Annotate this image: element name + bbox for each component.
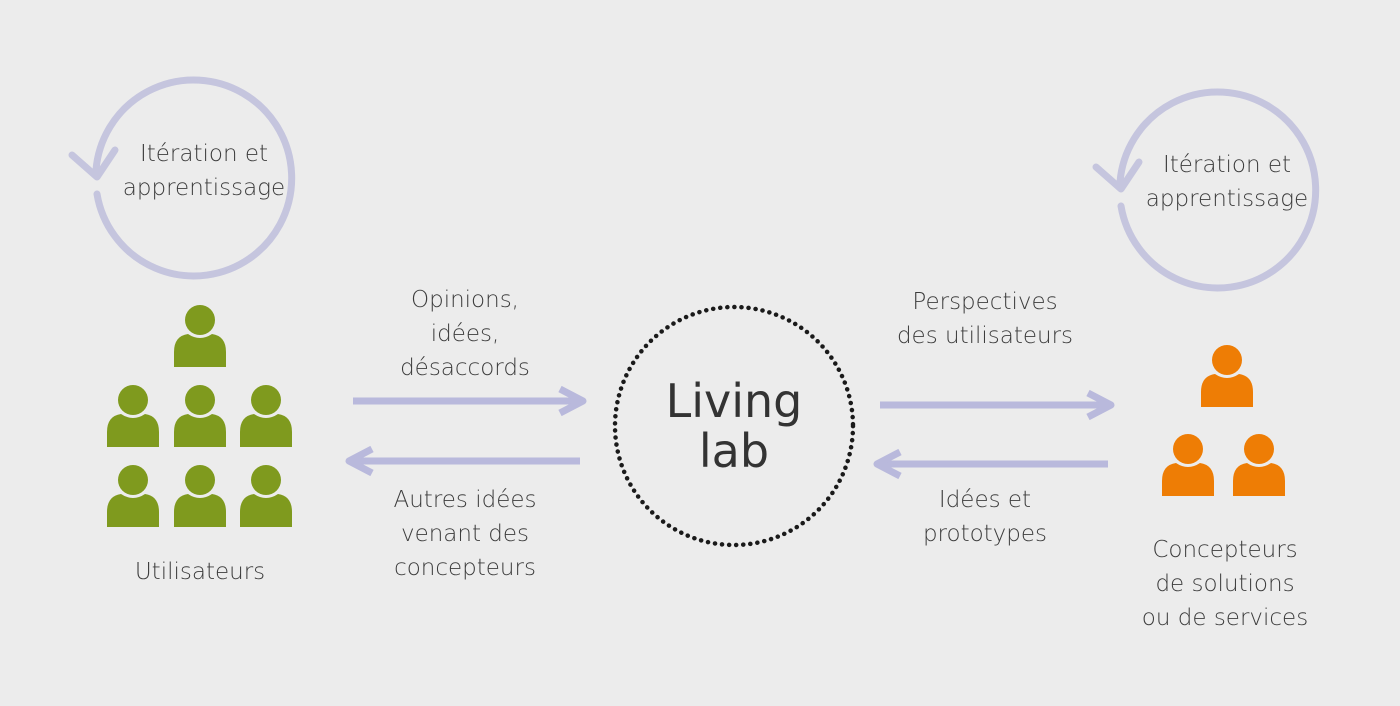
user-person-icon <box>240 385 292 447</box>
users-icon-group <box>107 305 292 527</box>
user-person-icon <box>240 465 292 527</box>
designers-label: Concepteurs de solutions ou de services <box>1141 537 1309 631</box>
flow-users-to-lab-label: Opinions, idées, désaccords <box>400 287 530 381</box>
designers-icon-group <box>1162 345 1285 496</box>
designer-person-icon <box>1162 434 1214 496</box>
arrow-lab-to-designers <box>880 389 1115 421</box>
arrow-users-to-lab <box>353 385 587 417</box>
left-cycle-label: Itération et apprentissage <box>122 141 286 201</box>
user-person-icon <box>107 465 159 527</box>
user-person-icon <box>174 305 226 367</box>
users-label: Utilisateurs <box>134 559 266 585</box>
designer-person-icon <box>1201 345 1253 407</box>
user-person-icon <box>174 465 226 527</box>
left-cycle-arrow <box>68 76 296 280</box>
user-person-icon <box>107 385 159 447</box>
flow-lab-to-designers-label: Perspectives des utilisateurs <box>896 289 1074 349</box>
designer-person-icon <box>1233 434 1285 496</box>
arrow-lab-to-users <box>345 445 580 477</box>
user-person-icon <box>174 385 226 447</box>
right-cycle-arrow <box>1092 88 1320 292</box>
living-lab-title: Living lab <box>665 374 803 478</box>
living-lab-ring <box>612 304 856 548</box>
right-cycle-label: Itération et apprentissage <box>1145 152 1309 212</box>
flow-lab-to-users-label: Autres idées venant des concepteurs <box>393 487 537 581</box>
flow-designers-to-lab-label: Idées et prototypes <box>922 487 1048 547</box>
arrow-designers-to-lab <box>873 448 1108 480</box>
